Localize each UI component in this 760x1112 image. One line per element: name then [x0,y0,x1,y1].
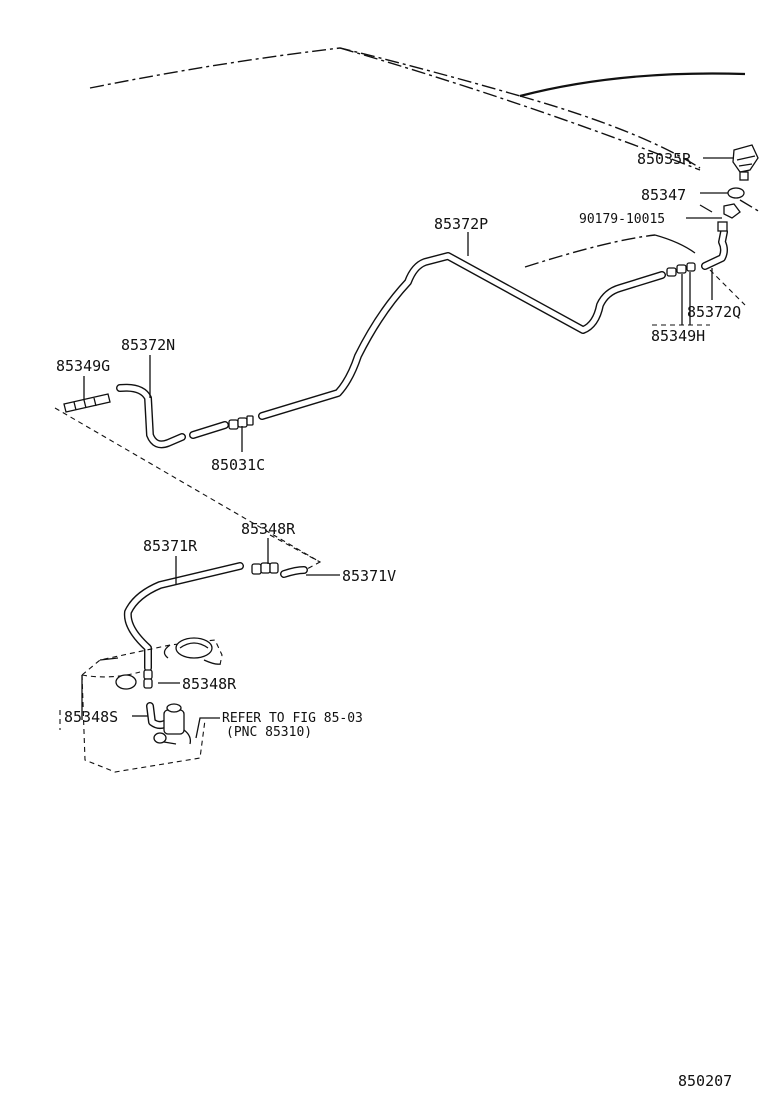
hose-85372N [116,383,229,449]
label-85031C: 85031C [211,456,265,474]
label-85372P: 85372P [434,215,488,233]
hose-85371V [280,566,308,578]
label-85371V: 85371V [342,567,396,585]
label-85371R: 85371R [143,537,198,555]
hose-85372Q [701,228,728,270]
hose-85372P [258,252,666,420]
label-85349G: 85349G [56,357,110,375]
label-85348S: 85348S [64,708,118,726]
washer-nozzle-assembly [717,144,759,232]
label-85347: 85347 [641,186,686,204]
connector-85348R-upper [251,562,279,575]
hose-85371R [123,562,244,672]
label-85348R-lower: 85348R [182,675,237,693]
label-85372N: 85372N [121,336,175,354]
label-90179-10015: 90179-10015 [579,212,665,227]
reference-dashed-lines [54,269,746,730]
label-refer-pnc: (PNC 85310) [226,725,312,740]
label-refer-fig: REFER TO FIG 85-03 [222,711,363,726]
joint-85031C [228,415,254,430]
label-85035R: 85035R [637,150,692,168]
vehicle-body-outline [89,47,760,268]
washer-tank [81,637,223,773]
leader-lines [83,157,734,739]
figure-number: 850207 [678,1072,732,1090]
part-labels: 85035R 85347 90179-10015 85372P 85372Q 8… [56,150,741,1090]
label-85372Q: 85372Q [687,303,741,321]
label-85349H: 85349H [651,327,705,345]
label-85348R-upper: 85348R [241,520,296,538]
pump-assembly [143,669,192,745]
connector-85349H [666,262,696,277]
connector-85349G [63,393,111,413]
